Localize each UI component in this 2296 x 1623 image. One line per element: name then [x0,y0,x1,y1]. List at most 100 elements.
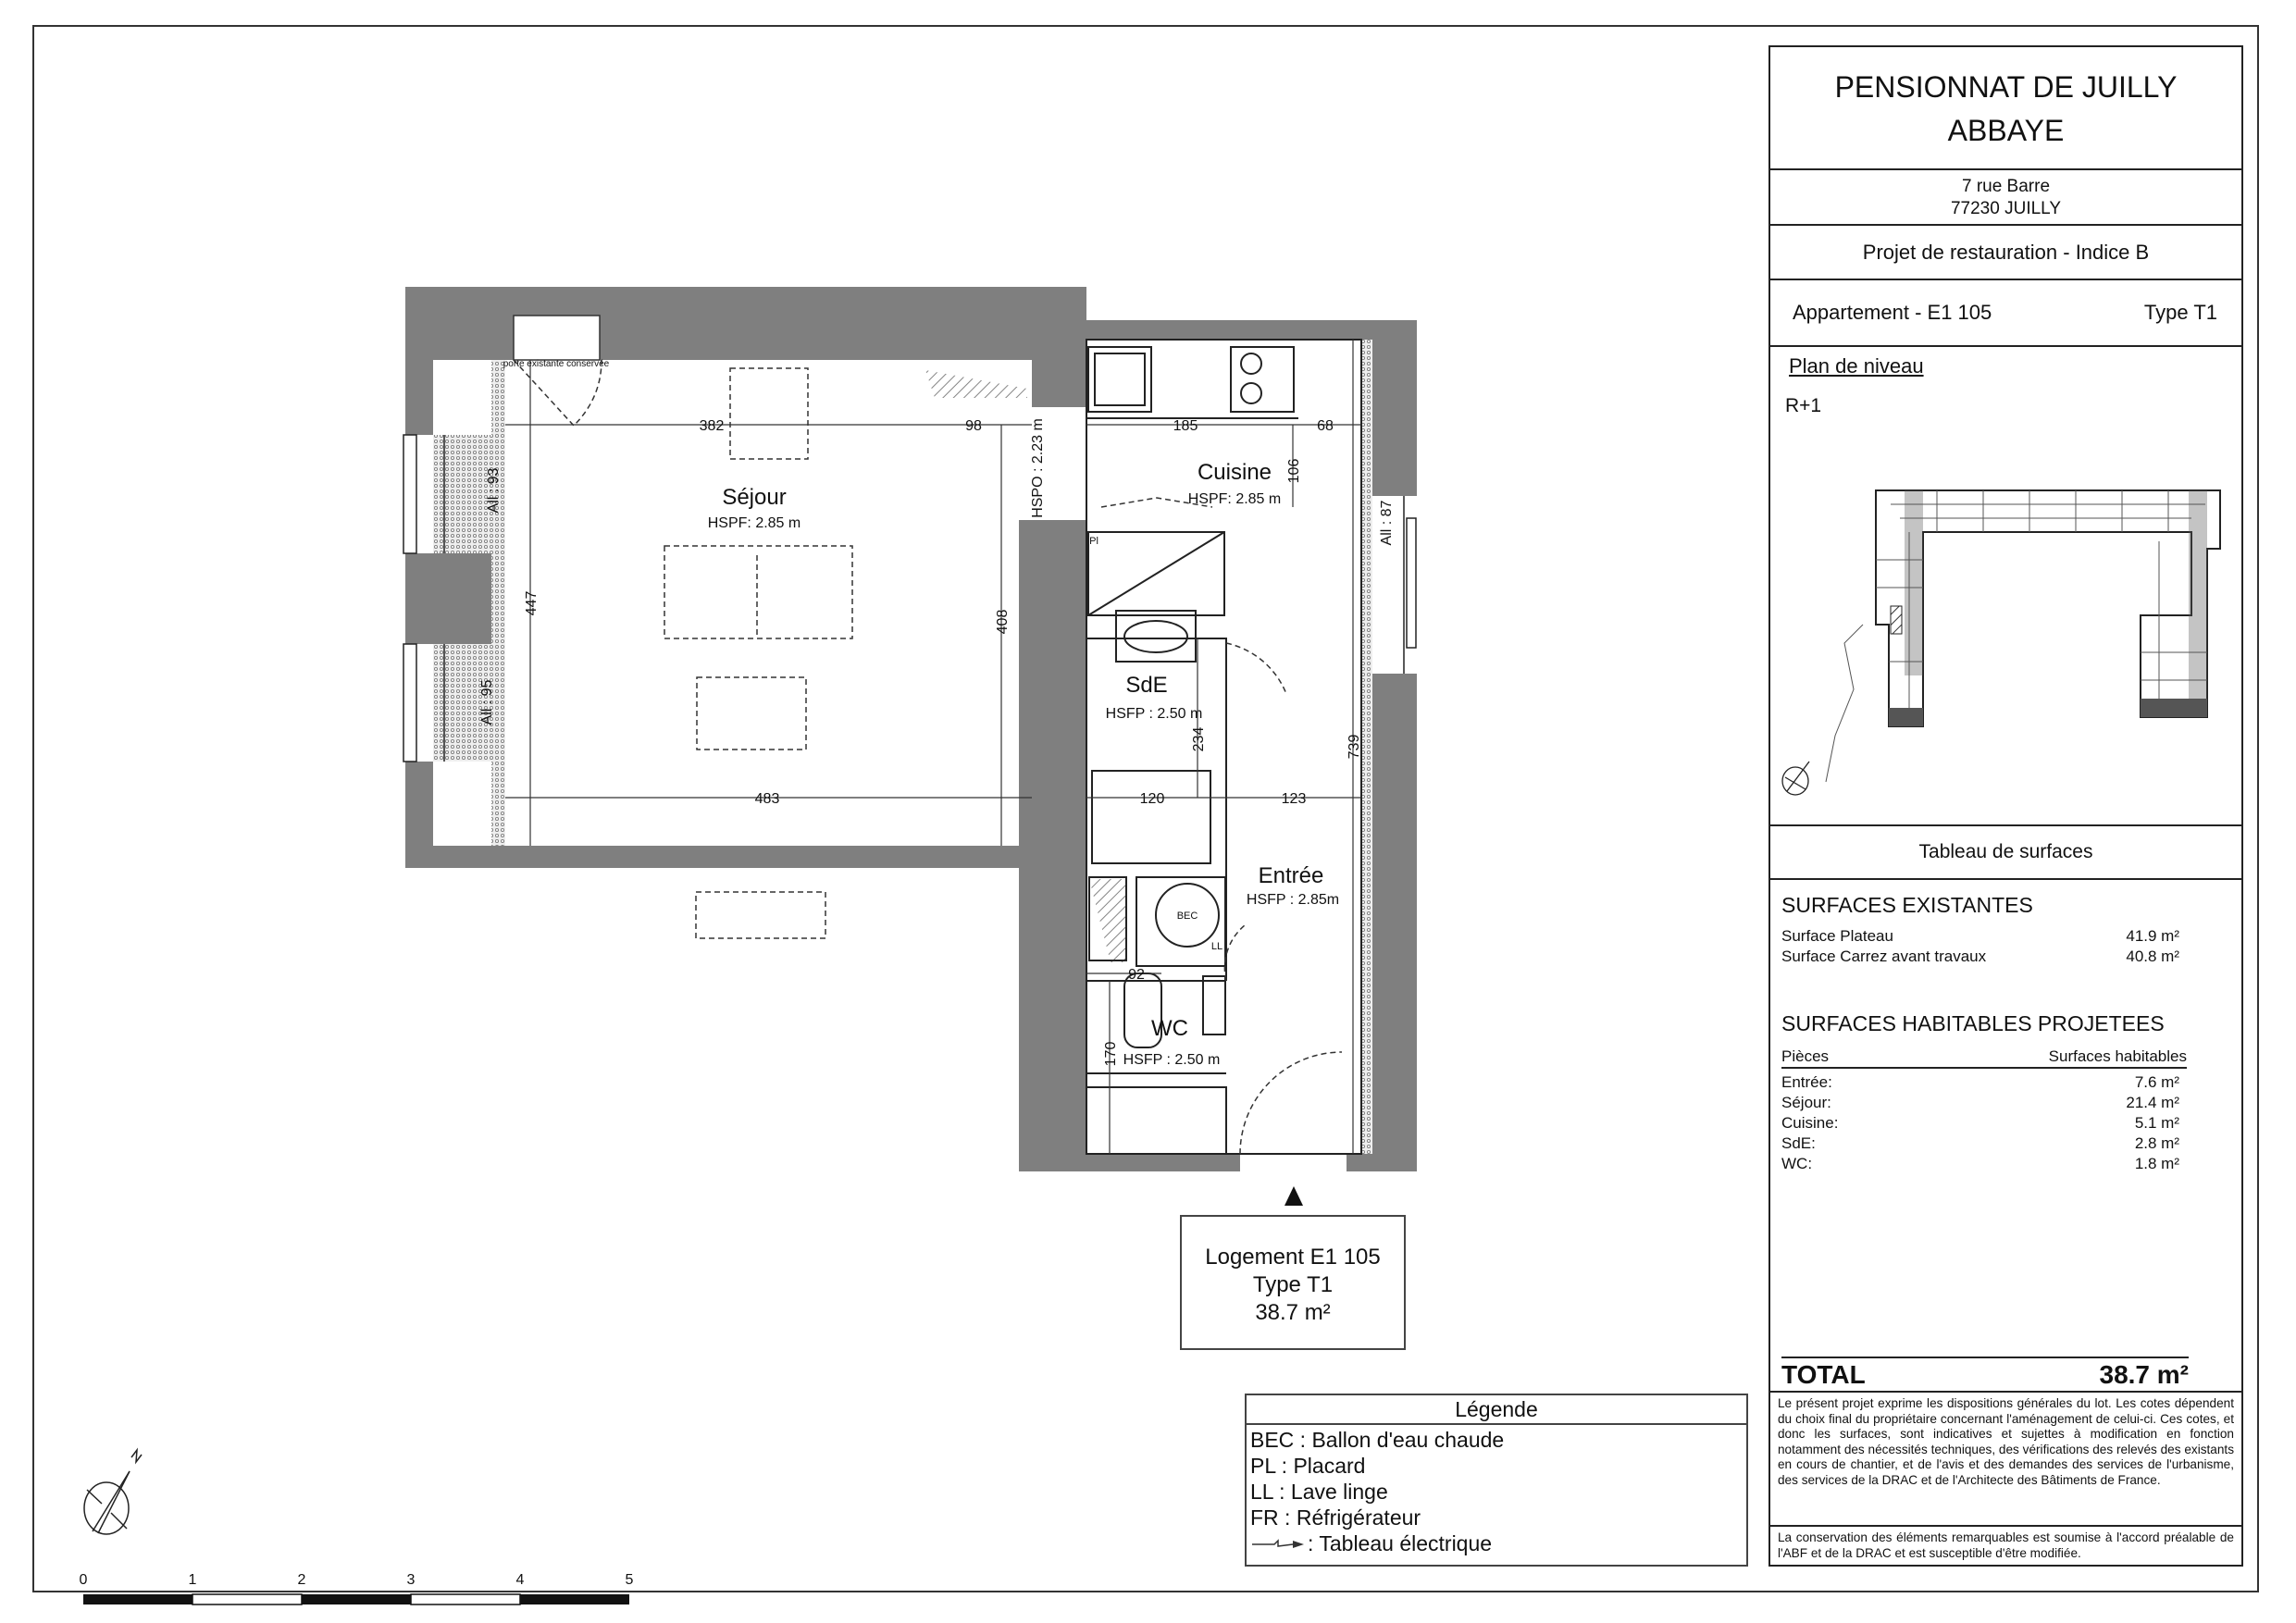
room-name-entree: Entrée [1259,863,1324,888]
dim-106: 106 [1286,459,1302,484]
scale-tick: 0 [80,1572,88,1588]
hspo-label: HSPO : 2.23 m [1030,418,1046,518]
unit-area: 38.7 m² [1255,1300,1331,1325]
room-row: SdE:2.8 m² [1781,1134,2179,1154]
total-label: TOTAL [1781,1360,1866,1389]
dim-123: 123 [1282,791,1307,807]
surface-label: Surface Carrez avant travaux [1781,948,1987,965]
projected-surfaces-heading: SURFACES HABITABLES PROJETEES [1781,1011,2165,1035]
room-height-sde: HSFP : 2.50 m [1106,706,1203,722]
dim-234: 234 [1191,727,1207,752]
room-height-entree: HSFP : 2.85m [1247,892,1339,908]
north-arrow-icon [83,1447,143,1535]
legend-title: Légende [1247,1395,1746,1425]
bec-label: BEC [1177,911,1198,922]
legend-item: : Tableau électrique [1250,1530,1743,1556]
address-city: 77230 JUILLY [1950,199,2061,218]
room-row: Séjour: 21.4 m² [1781,1093,2179,1113]
legend-item: BEC : Ballon d'eau chaude [1250,1428,1505,1452]
windows [403,434,1417,762]
room-value: 2.8 m² [2134,1134,2179,1152]
room-name-wc: WC [1151,1016,1188,1041]
room-value: 5.1 m² [2134,1114,2179,1132]
disclaimer: Le présent projet exprime les dispositio… [1770,1393,2241,1527]
apartment-type: Type T1 [2143,301,2217,324]
scale-tick: 2 [298,1572,306,1588]
sheet-frame [32,25,2259,1592]
scale-tick: 3 [407,1572,416,1588]
room-name-sejour: Séjour [722,485,786,510]
allege-95: All : 95 [479,679,495,725]
dim-185: 185 [1173,418,1198,434]
dim-408: 408 [995,610,1011,635]
room-height-sejour: HSPF: 2.85 m [708,515,800,531]
room-label: Entrée: [1781,1073,1832,1091]
surface-value: 40.8 m² [2126,948,2179,965]
room-label: Séjour: [1781,1094,1831,1111]
projected-surfaces-list: Entrée: 7.6 m² Séjour: 21.4 m² Cuisine: 5.1… [1781,1072,2179,1174]
entrance-arrow-icon [1285,1186,1303,1206]
scale-tick: 1 [189,1572,197,1588]
legend-item: PL : Placard [1250,1454,1366,1478]
dim-98: 98 [965,418,982,434]
apartment-row: Appartement - E1 105 Type T1 [1770,280,2241,347]
existing-door-niche [513,315,601,361]
dim-483: 483 [755,791,780,807]
allege-87: All : 87 [1379,500,1395,545]
room-row: Entrée: 7.6 m² [1781,1072,2179,1093]
room-row: Cuisine: 5.1 m² [1781,1113,2179,1134]
ll-label: LL [1211,941,1222,952]
legend-box: Légende BEC : Ballon d'eau chaude PL : P… [1245,1394,1748,1567]
project-title: PENSIONNAT DE JUILLY ABBAYE [1770,47,2241,170]
apartment-id: Appartement - E1 105 [1793,301,1992,324]
surface-table-title: Tableau de surfaces [1770,826,2241,880]
key-plan-section: Plan de niveau R+1 [1770,347,2241,826]
pl-label: Pl [1089,536,1098,547]
address-street: 7 rue Barre [1961,177,2051,196]
dim-120: 120 [1140,791,1165,807]
dimension-lines [505,340,1361,1154]
plan-level-heading: Plan de niveau [1789,354,1924,378]
room-label: WC: [1781,1155,1813,1172]
legend-item: LL : Lave linge [1250,1480,1388,1504]
dim-739: 739 [1347,735,1362,760]
furniture [513,359,1343,1155]
room-row: WC:1.8 m² [1781,1154,2179,1174]
scale-bar: 0 1 2 3 4 5 [80,1572,634,1605]
electric-panel-arrow-icon [1252,1539,1304,1548]
surface-value: 41.9 m² [2126,927,2179,945]
room-height-wc: HSFP : 2.50 m [1123,1052,1221,1068]
address: 7 rue Barre 77230 JUILLY [1770,170,2241,226]
projected-table-header: Pièces Surfaces habitables [1781,1047,2187,1069]
dim-447: 447 [524,591,540,616]
level-label: R+1 [1785,395,1822,416]
col-rooms: Pièces [1781,1047,1830,1065]
scale-tick: 5 [626,1572,634,1588]
project-phase: Projet de restauration - Indice B [1770,226,2241,280]
col-surfaces: Surfaces habitables [2048,1047,2187,1065]
room-value: 21.4 m² [2126,1094,2179,1111]
key-plan-north-icon [1781,761,1810,796]
project-name: PENSIONNAT DE JUILLY [1834,70,2178,104]
existing-surfaces-heading: SURFACES EXISTANTES [1781,893,2033,917]
unit-name: Logement E1 105 [1205,1245,1381,1270]
room-label: Cuisine: [1781,1114,1839,1132]
room-value: 7.6 m² [2134,1073,2179,1091]
title-block: PENSIONNAT DE JUILLY ABBAYE 7 rue Barre … [1769,45,2243,1567]
dim-92: 92 [1128,967,1145,983]
scale-tick: 4 [516,1572,525,1588]
dim-170: 170 [1103,1042,1119,1067]
partitions [1086,339,1362,1155]
room-name-sde: SdE [1125,673,1167,698]
room-height-cuisine: HSPF: 2.85 m [1188,491,1281,507]
conservation-note: La conservation des éléments remarquable… [1778,1530,2234,1560]
walls [405,287,1417,1171]
unit-type: Type T1 [1252,1272,1334,1297]
surface-row: Surface Carrez avant travaux 40.8 m² [1781,947,2179,967]
